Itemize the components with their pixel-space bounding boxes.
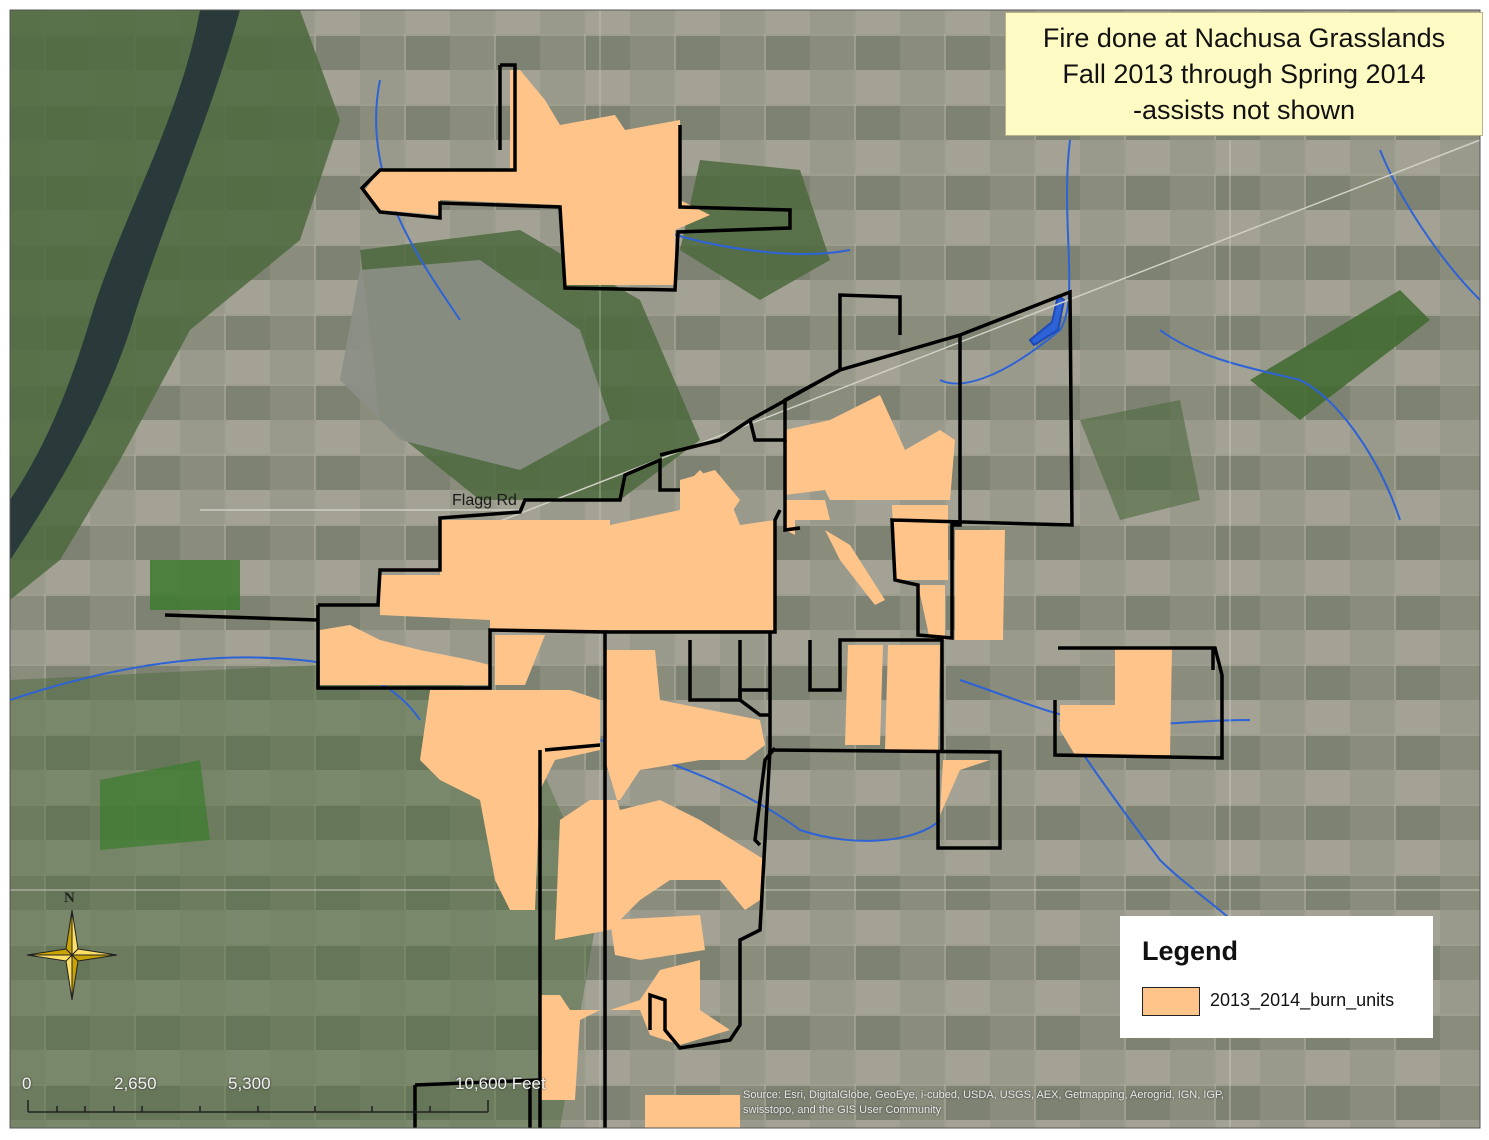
burn-unit[interactable] (680, 470, 740, 520)
source-line-2: swisstopo, and the GIS User Community (743, 1104, 942, 1116)
burn-unit[interactable] (785, 395, 955, 500)
legend-swatch-burn-units (1142, 987, 1200, 1016)
scale-tick-2: 5,300 (228, 1074, 271, 1093)
burn-unit[interactable] (420, 690, 600, 910)
scale-tick-0: 0 (22, 1074, 32, 1093)
source-line-1: Source: Esri, DigitalGlobe, GeoEye, i-cu… (743, 1089, 1224, 1101)
town-area (340, 260, 610, 470)
burn-unit[interactable] (540, 960, 730, 1100)
burn-unit[interactable] (1060, 648, 1172, 755)
pond (1028, 294, 1066, 347)
title-line-3: -assists not shown (1132, 95, 1356, 125)
burn-unit[interactable] (645, 1095, 740, 1128)
burn-unit[interactable] (380, 470, 775, 630)
title-line-2: Fall 2013 through Spring 2014 (1062, 59, 1426, 89)
burn-unit[interactable] (918, 585, 945, 640)
unit-boundaries (164, 63, 1224, 1128)
burn-unit[interactable] (825, 530, 885, 605)
map-frame (9, 9, 1481, 1129)
imagery-source-credit: Source: Esri, DigitalGlobe, GeoEye, i-cu… (743, 1088, 1443, 1118)
burn-unit[interactable] (955, 530, 1005, 640)
burn-unit[interactable] (845, 645, 883, 745)
burn-unit[interactable] (885, 645, 940, 750)
burn-unit[interactable] (785, 500, 830, 535)
map-title-box: Fire done at Nachusa Grasslands Fall 201… (1005, 12, 1483, 136)
title-line-1: Fire done at Nachusa Grasslands (1042, 23, 1446, 53)
scale-tick-3: 10,600 Feet (455, 1074, 546, 1093)
burn-units[interactable] (320, 70, 1172, 1128)
road-label-flagg: Flagg Rd (452, 492, 517, 509)
river (10, 10, 240, 560)
north-arrow-icon (26, 909, 118, 1001)
burn-unit[interactable] (940, 760, 990, 815)
burn-unit[interactable] (320, 625, 490, 685)
scale-bar (27, 1100, 489, 1113)
scale-tick-1: 2,650 (114, 1074, 157, 1093)
north-label: N (64, 890, 75, 906)
burn-unit[interactable] (610, 915, 705, 960)
legend: Legend 2013_2014_burn_units (1120, 916, 1433, 1038)
burn-unit[interactable] (555, 650, 765, 940)
burn-unit[interactable] (892, 505, 948, 580)
burn-unit[interactable] (365, 70, 710, 285)
legend-label-burn-units: 2013_2014_burn_units (1210, 990, 1395, 1010)
legend-title: Legend (1142, 936, 1239, 966)
burn-unit[interactable] (495, 635, 545, 685)
